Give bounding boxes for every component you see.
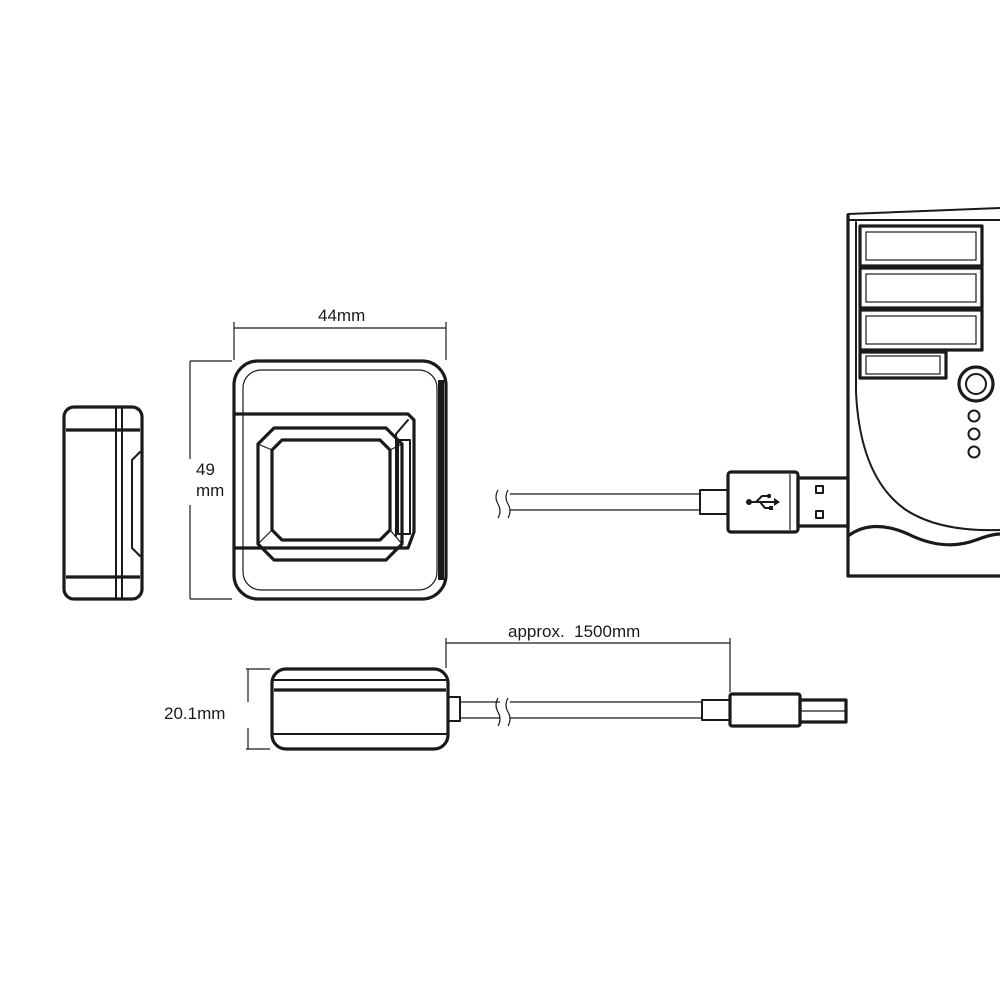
- hub-side-view: [62, 405, 144, 601]
- width-label: 44mm: [318, 306, 366, 325]
- height-label-line2: mm: [196, 481, 225, 500]
- height-label-line1: 49: [196, 460, 215, 479]
- thickness-label: 20.1mm: [164, 704, 226, 723]
- hub-front-view: [270, 667, 848, 751]
- thickness-dimension: [246, 668, 270, 750]
- usb-cable-connection: [495, 470, 850, 534]
- hub-top-view: [232, 359, 448, 601]
- cable-length-dimension: [445, 638, 731, 692]
- width-dimension: [233, 322, 447, 360]
- height-dimension: [189, 360, 232, 600]
- usb-symbol-icon: [746, 493, 780, 510]
- cable-length-label: approx. 1500mm: [508, 622, 641, 641]
- pc-tower: [846, 207, 1000, 578]
